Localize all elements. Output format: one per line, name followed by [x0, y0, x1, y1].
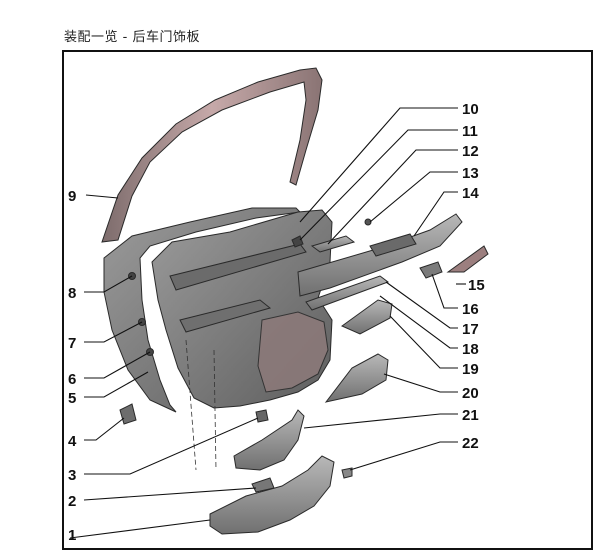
leader-2 [83, 487, 257, 501]
leader-5 [84, 371, 149, 398]
callout-6: 6 [68, 371, 76, 388]
callout-3: 3 [68, 467, 76, 484]
leader-11 [299, 129, 458, 241]
leader-20 [383, 373, 458, 393]
callout-7: 7 [68, 335, 76, 352]
speaker-trim [324, 353, 389, 403]
leader-12 [327, 149, 458, 245]
callout-2: 2 [68, 493, 76, 510]
leader-lines [69, 107, 466, 539]
leader-3 [84, 417, 259, 475]
door-switch [119, 403, 137, 425]
clip-upper [291, 235, 304, 248]
leader-18 [379, 295, 458, 349]
callout-22: 22 [462, 435, 479, 452]
callout-13: 13 [462, 165, 479, 182]
callout-12: 12 [462, 143, 479, 160]
leader-19 [389, 315, 458, 369]
leader-22 [349, 441, 458, 471]
leader-4 [84, 417, 125, 441]
callout-17: 17 [462, 321, 479, 338]
leader-8 [84, 275, 133, 293]
callout-16: 16 [462, 301, 479, 318]
door-panel-ridge-lower [179, 299, 272, 333]
leader-21 [303, 413, 458, 429]
callout-19: 19 [462, 361, 479, 378]
armrest-trim [233, 409, 305, 471]
callout-14: 14 [462, 185, 479, 202]
callout-15: 15 [468, 277, 485, 294]
callout-10: 10 [462, 101, 479, 118]
leader-6 [84, 351, 151, 379]
cover-triangle [446, 245, 489, 273]
corner-trim [341, 299, 393, 335]
leader-10 [299, 107, 458, 223]
callout-21: 21 [462, 407, 479, 424]
grab-strip [305, 275, 390, 311]
screw-upper [364, 218, 372, 226]
callout-9: 9 [68, 188, 76, 205]
leader-1 [69, 519, 211, 539]
leader-16 [431, 273, 458, 309]
armrest-tray [209, 455, 335, 535]
leader-14 [413, 191, 458, 237]
door-panel-pocket [257, 311, 329, 393]
assembly-guide-left [185, 339, 197, 471]
door-panel-ridge [169, 243, 307, 291]
armrest-insert-upper [310, 235, 356, 253]
window-frame-trim [101, 67, 323, 243]
callout-18: 18 [462, 341, 479, 358]
leader-9 [85, 194, 119, 199]
retaining-clip [341, 467, 353, 479]
callout-labels: 1 2 3 4 5 6 7 8 9 10 11 12 13 14 15 16 1… [68, 101, 485, 541]
callout-4: 4 [68, 433, 77, 450]
switch-unit [251, 477, 275, 493]
handle-cover [419, 261, 443, 279]
callout-20: 20 [462, 385, 479, 402]
callout-11: 11 [462, 123, 478, 140]
leader-7 [84, 321, 143, 343]
page-title: 装配一览 - 后车门饰板 [64, 30, 200, 45]
leader-17 [385, 281, 458, 329]
door-trim-base-panel [103, 207, 302, 413]
callout-5: 5 [68, 390, 76, 407]
callout-8: 8 [68, 285, 76, 302]
window-switch-panel [369, 233, 417, 257]
leader-13 [369, 171, 458, 223]
bracket-small [255, 409, 269, 423]
callout-1: 1 [68, 527, 76, 541]
assembly-guide-center [213, 349, 217, 471]
